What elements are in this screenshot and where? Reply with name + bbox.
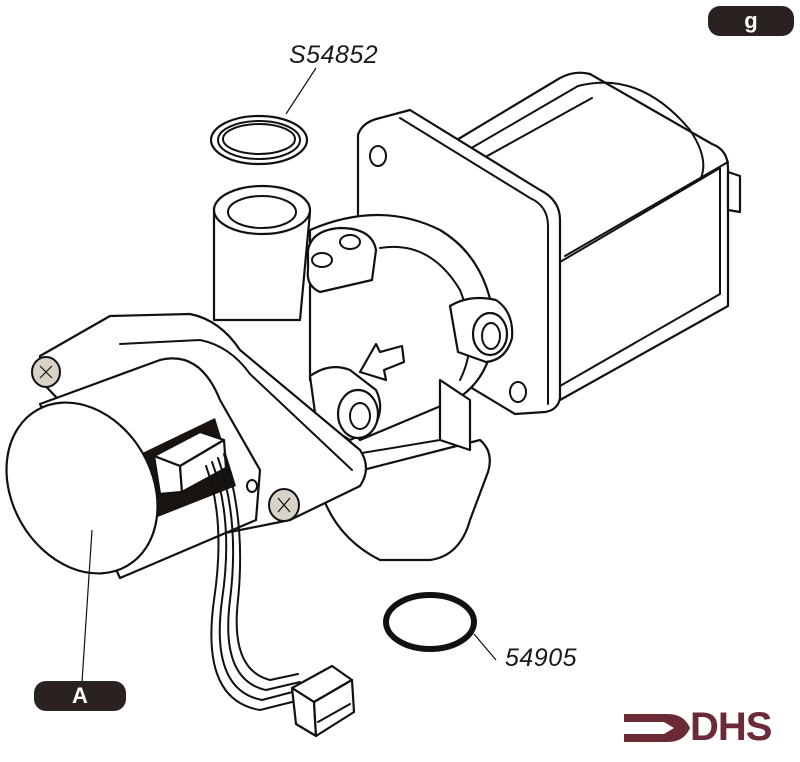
- view-badge: g: [708, 6, 794, 36]
- wire-harness: [205, 453, 301, 711]
- front-port: [308, 365, 382, 442]
- screw-left: [31, 356, 61, 388]
- inlet-pipe: [212, 184, 312, 322]
- dhs-logo-mark: [624, 714, 690, 742]
- callout-badge-label: A: [72, 683, 88, 708]
- motor-housing: [5, 357, 262, 580]
- plate-hole: [246, 479, 258, 493]
- leader-line-a: [81, 529, 93, 683]
- o-ring-54905: [383, 592, 477, 652]
- view-badge-label: g: [744, 8, 758, 33]
- part-number-seal-ring: S54852: [289, 41, 379, 69]
- seal-ring-s54852: [209, 114, 309, 166]
- leader-line-54905: [473, 633, 497, 661]
- callout-badge-a: A: [34, 681, 126, 711]
- dhs-logo-text: DHS: [690, 705, 772, 749]
- dhs-logo: DHS: [620, 704, 790, 750]
- upper-bracket: [306, 226, 378, 294]
- leader-line-s54852: [285, 67, 317, 115]
- part-number-o-ring: 54905: [505, 644, 578, 672]
- plug-connector: [290, 664, 356, 738]
- screw-right: [268, 488, 300, 522]
